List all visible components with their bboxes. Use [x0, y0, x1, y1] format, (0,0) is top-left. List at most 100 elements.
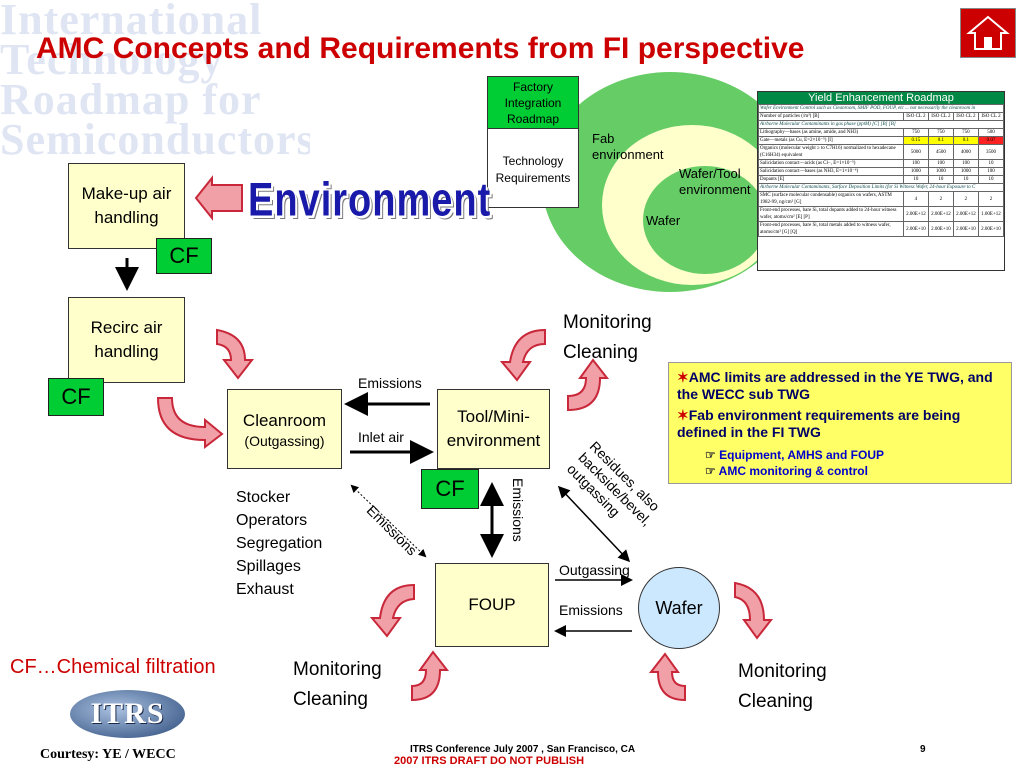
wordmark-line: Roadmap for — [0, 75, 262, 124]
emissions-bottom-label: Emissions — [559, 602, 623, 618]
red-curved-arrow-monitor-top — [567, 358, 610, 412]
tr-line: Technology — [502, 154, 564, 168]
red-curved-arrow-wafer-right — [734, 581, 774, 640]
emissions-top-label: Emissions — [358, 375, 422, 391]
bullet-box: ✶AMC limits are addressed in the YE TWG,… — [668, 362, 1012, 484]
red-curved-arrow-foup-left — [369, 583, 415, 638]
pointing-hand-icon: ☞ — [705, 464, 716, 478]
yield-table-cell: 4500 — [927, 144, 954, 160]
wordmark-line: Semiconductors — [0, 115, 310, 164]
yield-enhancement-table: Yield Enhancement Roadmap Wafer Environm… — [757, 91, 1005, 271]
red-curved-arrow-foup-bottom — [411, 650, 450, 702]
yield-table-cell: 2.00E+12 — [902, 206, 929, 222]
page-number: 9 — [920, 744, 926, 755]
cleaning-label: Cleaning — [293, 689, 368, 710]
source-item: Spillages — [236, 558, 301, 575]
fi-line: Integration — [504, 96, 562, 110]
environment-circles — [542, 72, 798, 292]
source-item: Segregation — [236, 535, 323, 552]
bullet-text: Equipment, AMHS and FOUP — [719, 448, 884, 462]
itrs-logo: ITRS — [70, 690, 185, 738]
tool-mini-environment-box: Tool/Mini-environment — [437, 389, 550, 469]
contamination-source-list: Stocker Operators Segregation Spillages … — [236, 486, 322, 601]
technology-requirements-label: Technology Requirements — [488, 129, 578, 187]
cleaning-label: Cleaning — [738, 691, 813, 712]
page-title: AMC Concepts and Requirements from FI pe… — [36, 32, 805, 65]
recirc-air-label: Recirc air handling — [90, 318, 163, 361]
bullet-item: ✶AMC limits are addressed in the YE TWG,… — [677, 369, 1002, 403]
cleanroom-label: Cleanroom — [242, 411, 327, 430]
background-wordmark: International Technology Roadmap for Sem… — [0, 0, 310, 190]
bullet-text: AMC monitoring & control — [718, 464, 868, 478]
yield-table-row: SMC (surface molecular condensable) orga… — [758, 191, 1004, 207]
star-bullet-icon: ✶ — [677, 407, 689, 423]
outgassing-label: Outgassing — [559, 562, 630, 578]
cleaning-label: Cleaning — [563, 342, 638, 363]
fab-environment-label: Fab environment — [592, 131, 664, 162]
wordmark-line: Technology — [0, 35, 224, 84]
environment-wordart: Environment — [248, 174, 492, 227]
wafer-tool-environment-label: Wafer/Tool environment — [679, 166, 751, 197]
yield-table-row: Front-end processes, bare Si, total dopa… — [758, 206, 1004, 222]
wafer-node-label: Wafer — [655, 597, 703, 618]
monitoring-cleaning-wafer: Monitoring Cleaning — [738, 657, 827, 717]
footer-draft: 2007 ITRS DRAFT DO NOT PUBLISH — [394, 755, 585, 767]
monitoring-cleaning-tool: Monitoring Cleaning — [563, 308, 652, 368]
monitoring-label: Monitoring — [738, 661, 827, 682]
fi-line: Factory — [512, 80, 553, 94]
home-icon — [966, 15, 1010, 50]
footer-courtesy: Courtesy: YE / WECC — [40, 747, 176, 762]
yield-table-row: Organics (molecular weight ≥ to C7H16) n… — [758, 144, 1004, 160]
bullet-text: AMC limits are addressed in the YE TWG, … — [677, 369, 993, 402]
residues-arrow — [557, 485, 631, 563]
foup-box: FOUP — [435, 563, 549, 647]
sub-bullet-item: ☞ AMC monitoring & control — [705, 463, 868, 480]
bullet-text: Fab environment requirements are being d… — [677, 407, 961, 440]
foup-label: FOUP — [468, 595, 516, 614]
red-curved-arrow-recirc — [156, 397, 224, 450]
yield-table-row: Front-end processes, bare Si, total meta… — [758, 221, 1004, 237]
factory-integration-roadmap-header: Factory Integration Roadmap — [488, 77, 578, 129]
home-button[interactable] — [960, 8, 1016, 58]
wafer-circle — [643, 166, 767, 274]
bullet-item: ✶Fab environment requirements are being … — [677, 407, 1002, 441]
footer-conference: ITRS Conference July 2007 , San Francisc… — [410, 744, 636, 755]
itrs-logo-text: ITRS — [90, 697, 165, 730]
sub-bullet-item: ☞ Equipment, AMHS and FOUP — [705, 447, 884, 464]
emissions-diagonal-arrow — [350, 484, 427, 558]
yield-table-cell: 2.00E+10 — [902, 221, 929, 237]
tr-line: Requirements — [495, 171, 571, 185]
yield-table-cell: 2.00E+10 — [927, 221, 954, 237]
red-arrow-makeup — [194, 175, 243, 221]
yield-table-cell: 2.00E+10 — [977, 221, 1004, 237]
tool-label: Tool/Mini-environment — [446, 407, 541, 450]
cf-badge-tool: CF — [421, 469, 479, 509]
wordmark-line: International — [0, 0, 263, 44]
monitoring-label: Monitoring — [563, 312, 652, 333]
cleanroom-box: Cleanroom (Outgassing) — [227, 389, 342, 469]
wafer-environment-label: Wafer — [646, 213, 681, 228]
makeup-air-label: Make-up air handling — [81, 184, 172, 227]
fi-line: Roadmap — [506, 112, 560, 126]
red-curved-arrow-tool — [499, 328, 546, 382]
source-item: Stocker — [236, 489, 291, 506]
star-bullet-icon: ✶ — [677, 369, 689, 385]
monitoring-label: Monitoring — [293, 659, 382, 680]
yield-table-title: Yield Enhancement Roadmap — [758, 92, 1004, 104]
makeup-air-handling-box: Make-up air handling — [68, 163, 185, 249]
cf-badge-makeup: CF — [156, 238, 212, 274]
cleanroom-sub-label: (Outgassing) — [244, 433, 325, 449]
yield-table-body: Wafer Environment Control such as Cleanr… — [758, 104, 1004, 237]
monitoring-cleaning-foup: Monitoring Cleaning — [293, 655, 382, 715]
yield-table-cell: 4 — [902, 191, 929, 207]
cf-badge-recirc: CF — [48, 378, 104, 416]
pointing-hand-icon: ☞ — [705, 448, 716, 462]
red-curved-arrow-cleanroom — [216, 328, 255, 380]
red-curved-arrow-wafer-bottom — [648, 652, 686, 702]
recirc-air-handling-box: Recirc air handling — [68, 297, 185, 383]
emissions-vertical-label: Emissions — [510, 478, 526, 542]
source-item: Operators — [236, 512, 308, 529]
factory-integration-box: Factory Integration Roadmap Technology R… — [487, 76, 579, 208]
inlet-air-label: Inlet air — [358, 429, 404, 445]
